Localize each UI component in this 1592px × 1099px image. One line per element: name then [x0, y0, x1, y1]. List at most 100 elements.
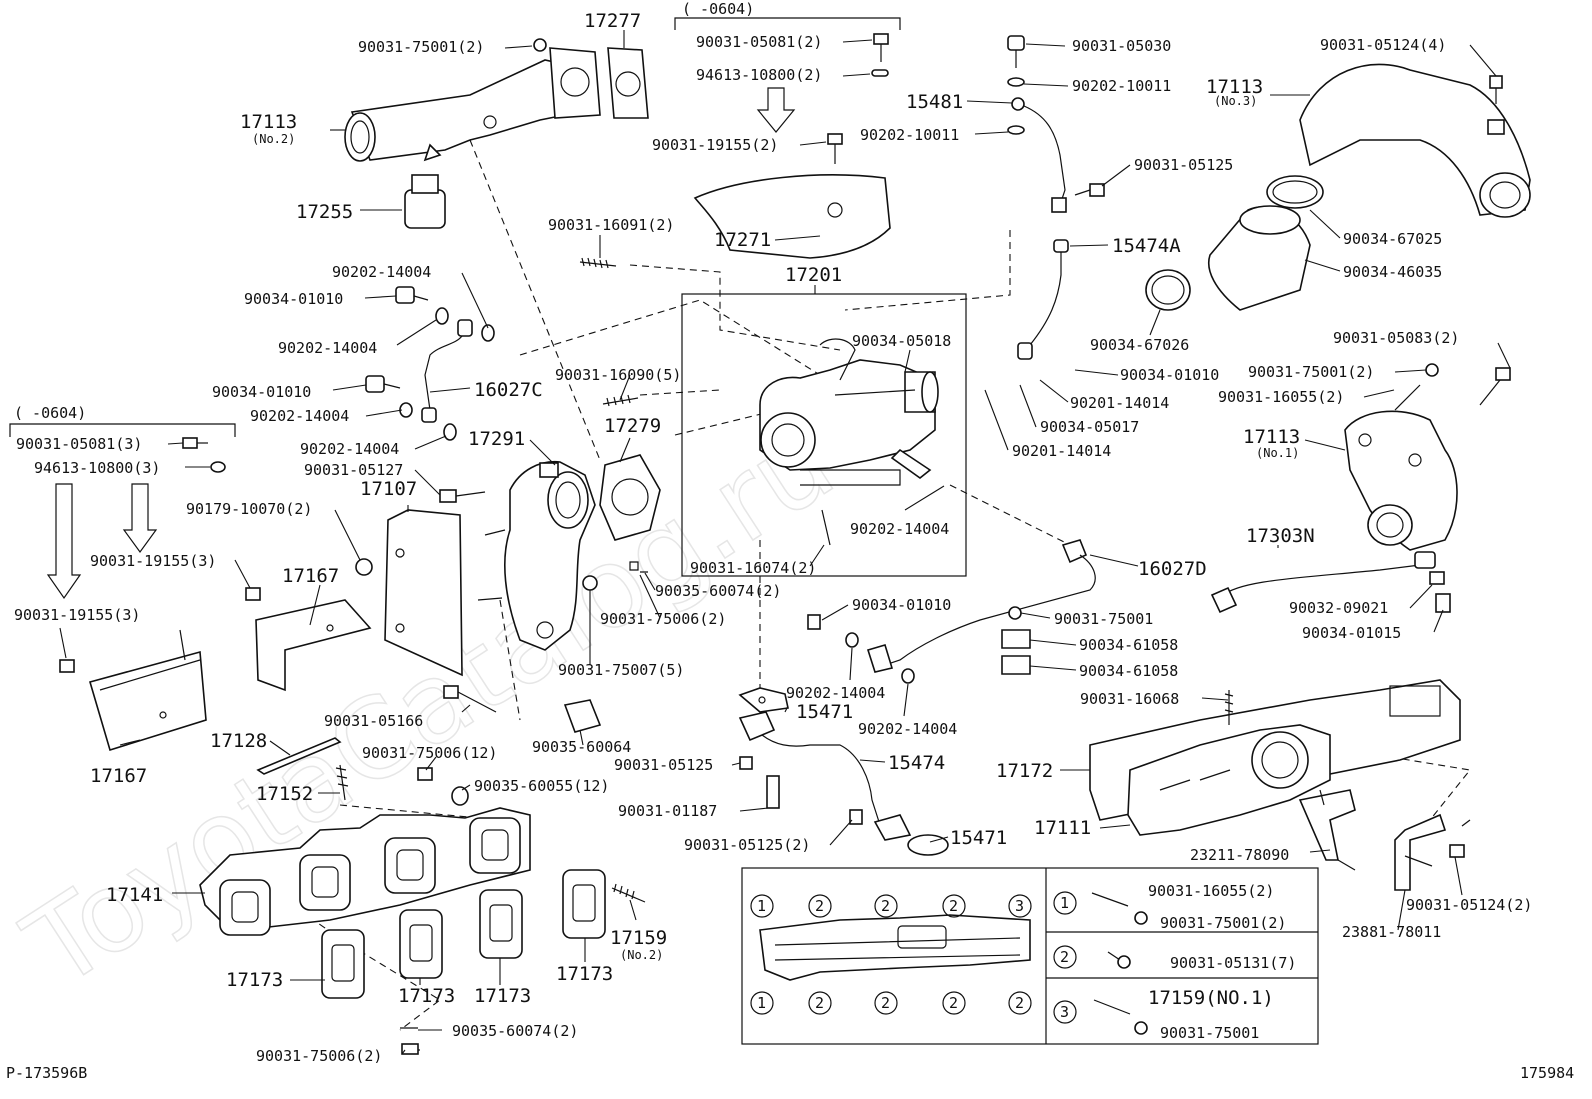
elbow-17291 [504, 460, 596, 651]
label: 90031-05166 [324, 712, 423, 730]
label: 17291 [468, 428, 525, 450]
label: 90035-60074(2) [452, 1022, 578, 1040]
inset-circle [1008, 991, 1032, 1015]
label: 17173 [556, 963, 613, 985]
label: 90201-14014 [1070, 394, 1169, 412]
inset-circle-label: 2 [815, 994, 824, 1012]
label: 17167 [282, 565, 339, 587]
arrow-down-left-b [122, 483, 158, 554]
nut-90179-10070 [355, 558, 373, 576]
label: 90031-19155(2) [652, 136, 778, 154]
gaskets-17173 [321, 869, 606, 999]
oil-pipe-15481 [1007, 35, 1105, 213]
pipe-17303N [1210, 551, 1451, 614]
nuts-90035-60074 [629, 561, 648, 573]
label: 90031-75001 [1054, 610, 1153, 628]
inset-circle [942, 894, 966, 918]
label: 90179-10070(2) [186, 500, 312, 518]
label: 90031-75001(2) [1248, 363, 1374, 381]
fitting-17255 [404, 174, 446, 229]
inset-circle [942, 991, 966, 1015]
label: 90031-19155(3) [14, 606, 140, 624]
insulator-17167-b [89, 629, 207, 752]
bolt-90031-05124-top [1489, 75, 1503, 104]
label: 90031-19155(3) [90, 552, 216, 570]
legend-key-1: 1 [1060, 894, 1069, 912]
label: 17172 [996, 760, 1053, 782]
bolt-90031-05125-mid [739, 756, 753, 770]
bracket-23881-78011 [1394, 813, 1471, 891]
bracket-17107 [384, 509, 463, 677]
label: 15481 [906, 91, 963, 113]
label: 90031-75007(5) [558, 661, 684, 679]
legend-3-item-2: 90031-75001 [1160, 1024, 1259, 1042]
label: 90031-05125 [614, 756, 713, 774]
label: 90031-05081(3) [16, 435, 142, 453]
leader-lines [59, 30, 1511, 1055]
washer-90202-14004-g [901, 668, 915, 684]
pin-90035-60064 [563, 699, 602, 733]
label: 90034-01015 [1302, 624, 1401, 642]
turbocharger-assembly-box [681, 293, 967, 577]
nuts-bottom-left [400, 1027, 420, 1055]
label: 90031-16074(2) [690, 559, 816, 577]
bolt-90031-19155-left-b [59, 659, 75, 673]
bolt-90031-19155-left-a [245, 587, 261, 601]
bolt-90031-05081-top [873, 33, 889, 62]
label: 94613-10800(3) [34, 459, 160, 477]
label: 90031-05124(4) [1320, 36, 1446, 54]
label: 17271 [714, 229, 771, 251]
inset-circle-label: 2 [881, 994, 890, 1012]
arrow-down-top [756, 87, 796, 133]
label: 90031-75006(2) [600, 610, 726, 628]
footer-right-code: 175984 [1520, 1064, 1574, 1082]
inset-circle [874, 991, 898, 1015]
label: 17107 [360, 478, 417, 500]
bolt-90031-05127 [439, 489, 486, 503]
exhaust-manifold-17141 [199, 807, 531, 936]
gasket-15471-a [738, 687, 789, 713]
inset-circle-label: 2 [881, 897, 890, 915]
bracket-23211-78090 [1298, 789, 1356, 871]
label: (No.2) [620, 948, 663, 962]
heat-shield-17271 [693, 174, 891, 259]
label: 90035-60064 [532, 738, 631, 756]
label: 90202-14004 [858, 720, 957, 738]
legend-2-item-1: 90031-05131(7) [1170, 954, 1296, 972]
label: 17111 [1034, 817, 1091, 839]
label: 15471 [796, 701, 853, 723]
label: 90035-60055(12) [474, 777, 609, 795]
oil-pipe-15474 [738, 711, 912, 841]
label: 17128 [210, 730, 267, 752]
label: 90031-01187 [618, 802, 717, 820]
inset-circle [1008, 894, 1032, 918]
bolt-90031-05166 [443, 685, 497, 713]
bolt-90031-19155-top [827, 133, 843, 164]
gasket-17128 [256, 737, 342, 775]
inset-circle-label: 2 [1015, 994, 1024, 1012]
stud-17159-no2 [611, 883, 646, 903]
label: 90202-10011 [1072, 77, 1171, 95]
label: 94613-10800(2) [696, 66, 822, 84]
gasket-17279 [599, 454, 661, 541]
oil-pipe-16027C [365, 286, 495, 441]
label: 17167 [90, 765, 147, 787]
insulator-17167-a [255, 599, 372, 692]
arrow-down-left-a [46, 483, 82, 600]
label: 17113 [240, 111, 297, 133]
label: 90034-46035 [1343, 263, 1442, 281]
label: 90031-05083(2) [1333, 329, 1459, 347]
oil-pipe-15474A [1017, 239, 1069, 360]
label: 17303N [1246, 525, 1315, 547]
label: 17277 [584, 10, 641, 32]
label: 90031-75006(2) [256, 1047, 382, 1065]
inset-circle [808, 991, 832, 1015]
intake-manifold-17111 [1127, 724, 1331, 836]
washer-90202-14004-f [845, 632, 859, 648]
intake-pipe-no1 [1344, 410, 1458, 551]
inset-circle [750, 991, 774, 1015]
label: 17173 [226, 969, 283, 991]
legend-key-2: 2 [1060, 948, 1069, 966]
inset-circle-label: 2 [815, 897, 824, 915]
label: 17141 [106, 884, 163, 906]
